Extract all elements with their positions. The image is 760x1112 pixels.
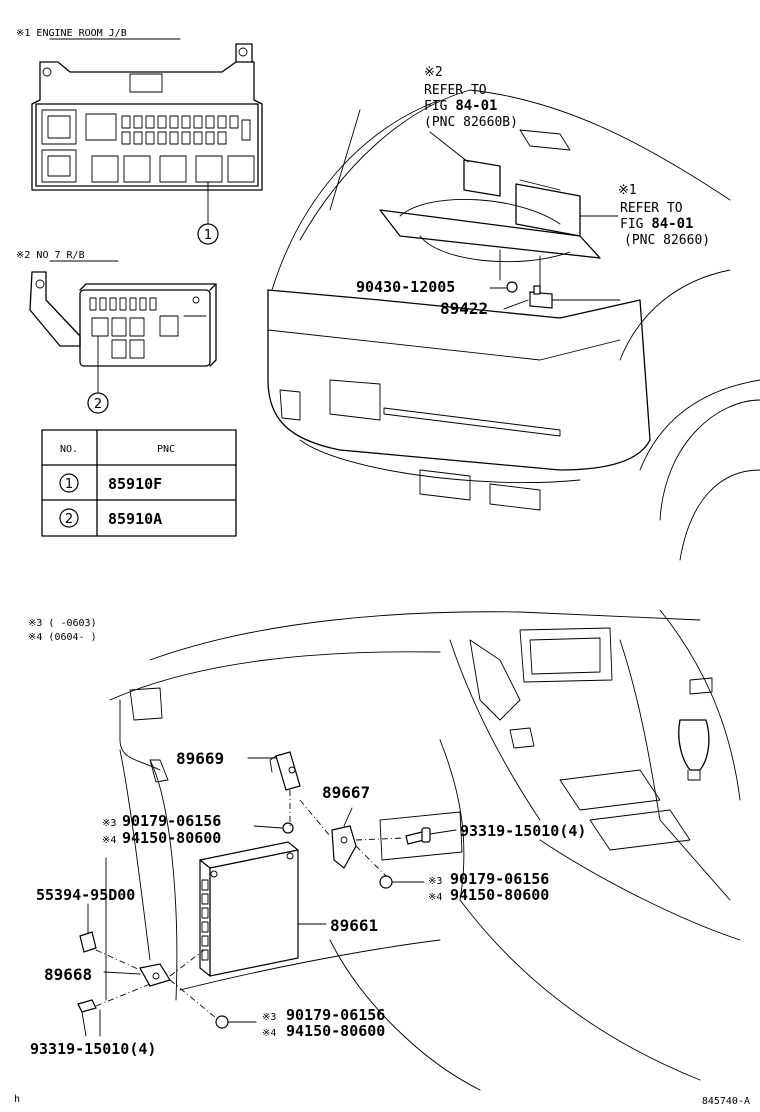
assembly-lines (95, 790, 405, 1037)
sensor-shape (529, 285, 621, 309)
nut3-mark3: ※3 (262, 1012, 276, 1023)
nut-lower-shape (215, 1015, 229, 1029)
note-4: ※4 (0604- ) (28, 632, 97, 643)
nut-right-shape (379, 875, 393, 889)
part-89422: 89422 (440, 299, 488, 318)
nut-upper-shape (282, 822, 294, 834)
bracket-89669-shape (269, 751, 301, 791)
bolt-93319-left-shape (77, 999, 97, 1037)
refer-note-2-line2: FIG 84-01 (620, 216, 693, 232)
engine-room-jb-header: ※1 ENGINE ROOM J/B (16, 28, 127, 39)
refer-note-2-line3: (PNC 82660) (624, 233, 710, 248)
refer-note-2-line1: REFER TO (620, 201, 683, 216)
leader-line (253, 825, 283, 829)
callout-1-circle (197, 223, 219, 245)
part-90179-06156-upper: 90179-06156 (122, 812, 221, 830)
part-94150-80600-right: 94150-80600 (450, 886, 549, 904)
table-row-2-no: 2 (65, 512, 73, 527)
table-header-no: NO. (60, 444, 78, 455)
leader-line (103, 971, 141, 975)
no7-rb-drawing (29, 271, 217, 393)
leader-line (343, 807, 353, 827)
part-93319-15010-right: 93319-15010(4) (460, 822, 586, 840)
nut1-mark4: ※4 (102, 835, 116, 846)
nut2-mark4: ※4 (428, 892, 442, 903)
part-90179-06156-lower: 90179-06156 (286, 1006, 385, 1024)
part-89661: 89661 (330, 916, 378, 935)
refer-note-1-mark: ※2 (424, 65, 443, 80)
nut1-mark3: ※3 (102, 818, 116, 829)
ecu-89661-shape (199, 841, 299, 977)
refer-note-1-line2: FIG 84-01 (424, 98, 497, 114)
bracket-89667-shape (331, 825, 357, 869)
part-90179-06156-right: 90179-06156 (450, 870, 549, 888)
no7-rb-header: ※2 NO 7 R/B (16, 250, 85, 261)
callout-2-label: 2 (94, 397, 102, 412)
engine-room-jb-drawing (31, 43, 263, 225)
callout-1-label: 1 (204, 228, 212, 243)
table-row-2-pnc: 85910A (108, 510, 162, 528)
bracket-89668-shape (139, 963, 171, 987)
clip-55394-shape (79, 931, 97, 953)
table-row-1-no: 1 (65, 477, 73, 492)
callout-2-circle (87, 392, 109, 414)
leader-line (503, 299, 529, 310)
part-93319-15010-left: 93319-15010(4) (30, 1040, 156, 1058)
leader-line (429, 829, 457, 835)
corner-mark: h (14, 1094, 20, 1105)
refer-note-1-line3: (PNC 82660B) (424, 115, 518, 130)
gasket-shape (506, 281, 518, 293)
part-55394-95d00: 55394-95D00 (36, 886, 135, 904)
nut2-mark3: ※3 (428, 876, 442, 887)
bolt-93319-right-shape (405, 827, 431, 845)
table-header-pnc: PNC (157, 444, 175, 455)
interior-dash-drawing (109, 609, 741, 1091)
vehicle-front-drawing (267, 89, 760, 561)
table-row-1-circle (59, 473, 79, 493)
refer-note-2-mark: ※1 (618, 183, 637, 198)
part-94150-80600-upper: 94150-80600 (122, 829, 221, 847)
pnc-table (41, 429, 237, 537)
refer-note-1-line1: REFER TO (424, 83, 487, 98)
table-row-1-pnc: 85910F (108, 475, 162, 493)
part-89669: 89669 (176, 749, 224, 768)
note-3: ※3 ( -0603) (28, 618, 97, 629)
part-90430-12005: 90430-12005 (356, 278, 455, 296)
figure-code: 845740-A (702, 1096, 750, 1107)
part-94150-80600-lower: 94150-80600 (286, 1022, 385, 1040)
nut3-mark4: ※4 (262, 1028, 276, 1039)
table-row-2-circle (59, 508, 79, 528)
part-89668: 89668 (44, 965, 92, 984)
part-89667: 89667 (322, 783, 370, 802)
